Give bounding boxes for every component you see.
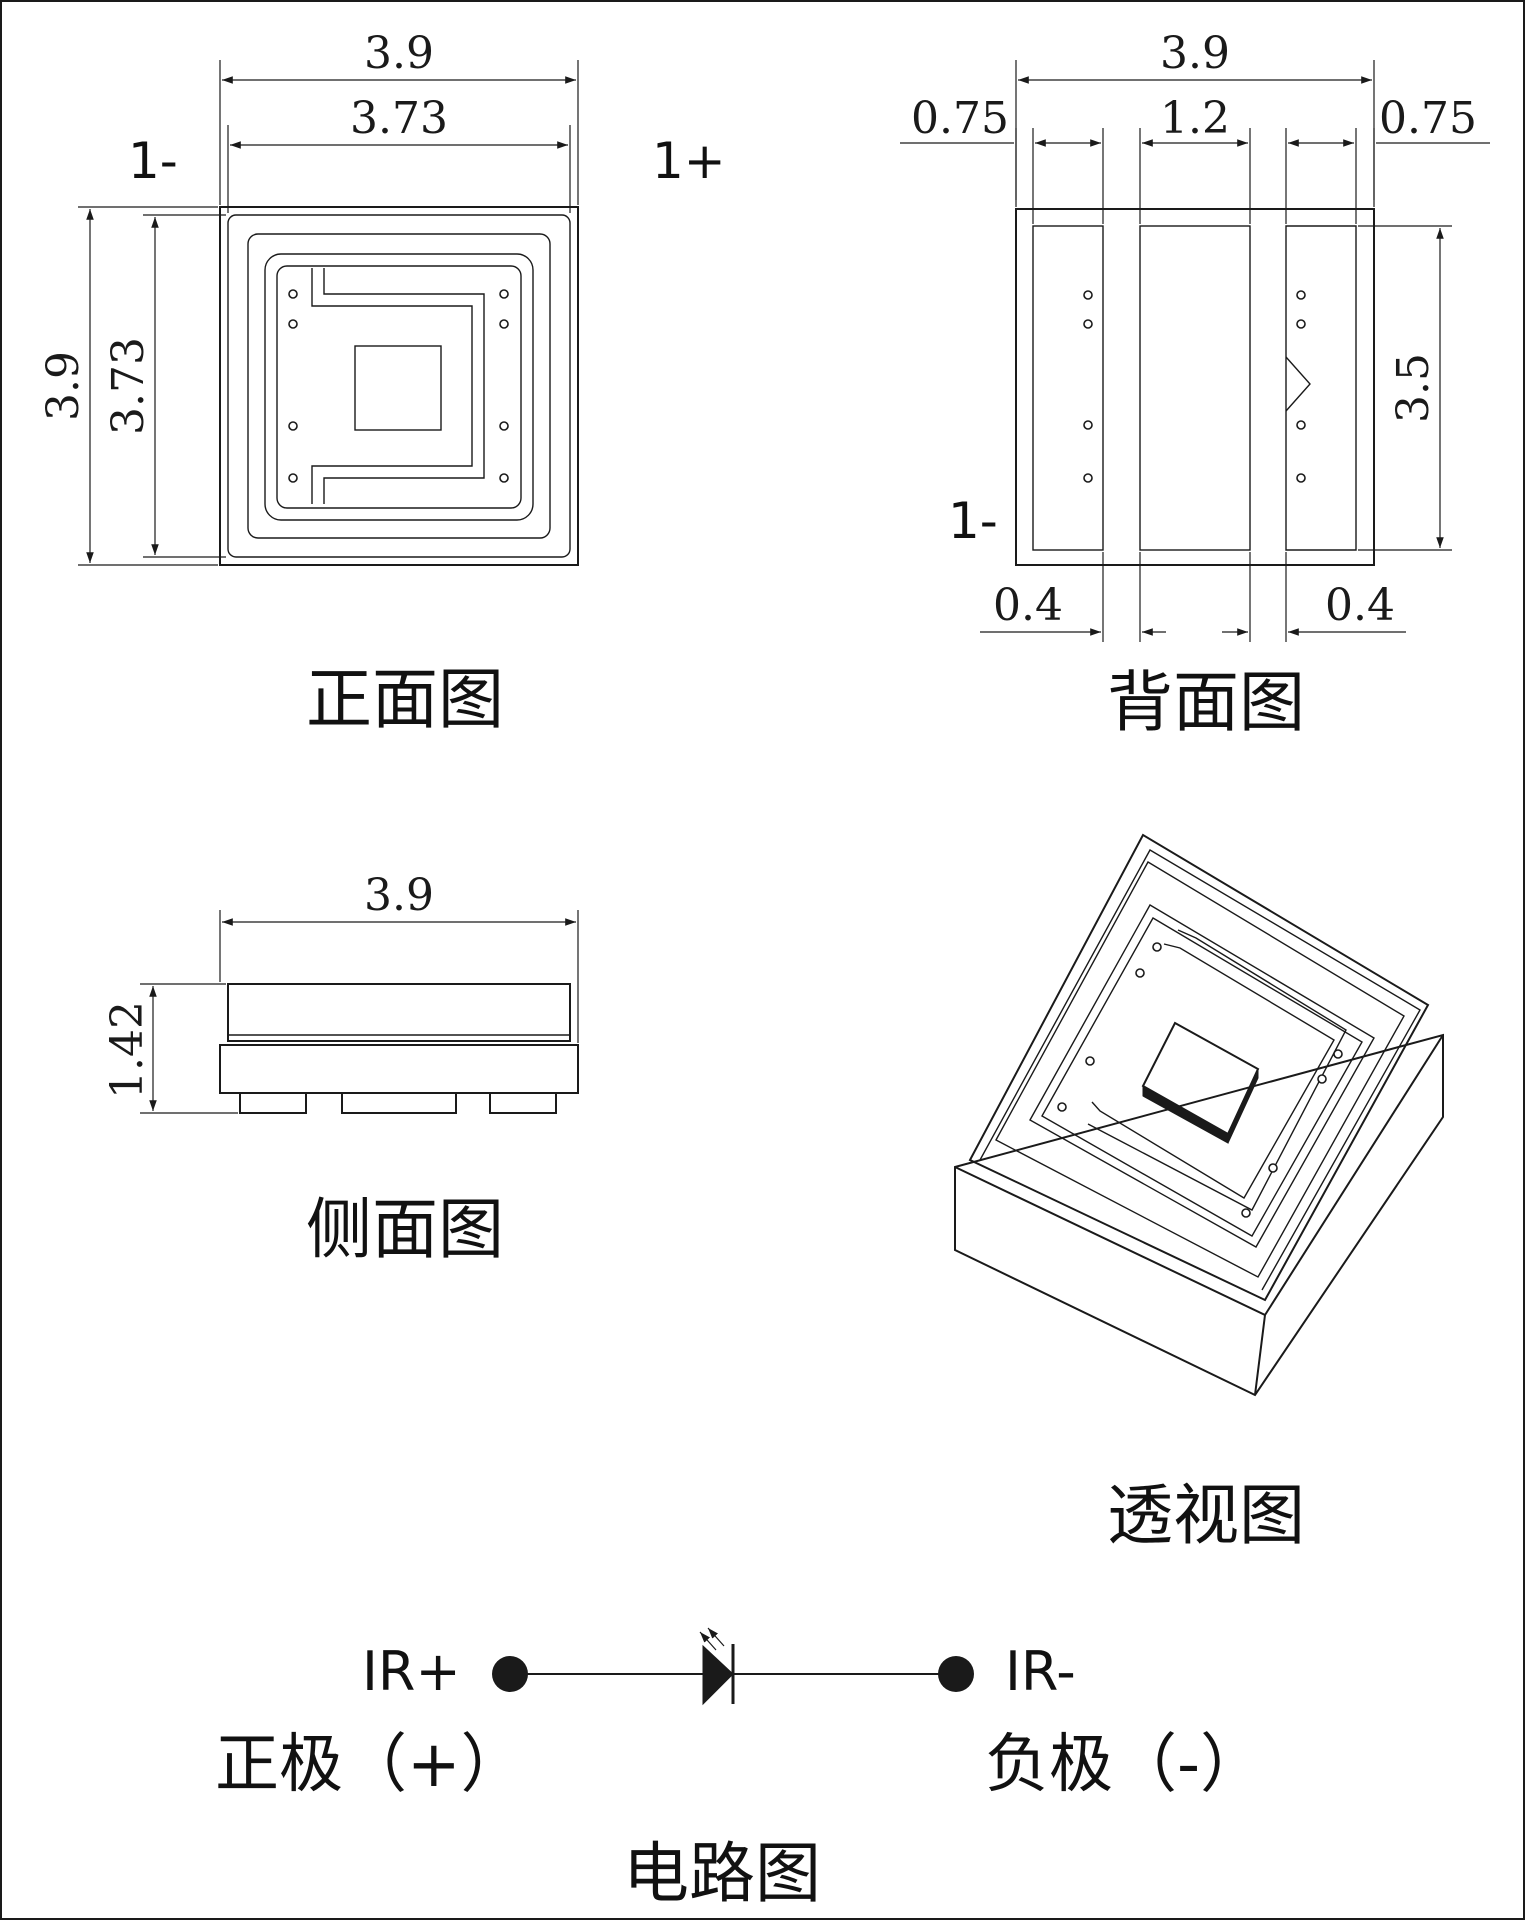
back-view-title: 背面图 <box>1107 664 1305 741</box>
back-pin-negative-label: 1- <box>948 492 998 550</box>
circuit-diagram: IR+ IR- 正极（+） 负极（-） 电路图 <box>215 1627 1264 1912</box>
back-dim-gap-left: 0.4 <box>993 580 1063 631</box>
back-dim-gap-right: 0.4 <box>1325 580 1395 631</box>
front-die-frame-outer <box>264 253 534 521</box>
perspective-die-frame-outer <box>1029 904 1375 1248</box>
front-pin-negative-label: 1- <box>128 132 178 190</box>
front-bond-dots <box>288 289 509 483</box>
back-view: 3.9 0.75 1.2 0.75 3.5 0.4 0.4 1- <box>900 28 1490 741</box>
side-pad-right <box>489 1092 557 1114</box>
side-view-title: 侧面图 <box>306 1191 504 1268</box>
back-dim-left-pad: 0.75 <box>911 93 1009 144</box>
front-inner-rim <box>227 214 571 558</box>
side-pad-center <box>341 1092 457 1114</box>
back-pad-left <box>1032 225 1104 551</box>
back-dim-pad-height: 3.5 <box>1388 353 1439 423</box>
back-via-dots <box>1083 290 1306 483</box>
perspective-conductor <box>1091 943 1335 1199</box>
front-conductor-bracket <box>311 268 473 504</box>
perspective-bond-dots <box>1057 942 1343 1218</box>
front-view-title: 正面图 <box>306 661 504 738</box>
back-pad-right <box>1285 225 1357 551</box>
front-outer-body <box>219 206 579 566</box>
cathode-terminal <box>938 1656 974 1692</box>
perspective-chip <box>1141 1021 1260 1136</box>
circuit-title: 电路图 <box>623 1835 821 1912</box>
back-body <box>1015 208 1375 566</box>
side-base <box>219 1044 579 1094</box>
front-chip <box>354 345 442 431</box>
anode-label: IR+ <box>362 1640 461 1703</box>
perspective-view-title: 透视图 <box>1107 1477 1305 1554</box>
front-dim-outer-width: 3.9 <box>364 28 434 79</box>
front-lens-ring <box>247 233 551 539</box>
side-pad-left <box>239 1092 307 1114</box>
side-dim-height: 1.42 <box>102 1001 153 1099</box>
back-pad-notch <box>1285 356 1311 412</box>
anode-terminal <box>492 1656 528 1692</box>
side-dim-width: 3.9 <box>364 870 434 921</box>
front-view: 3.9 3.73 3.9 3.73 1- 1+ 正面图 <box>38 28 726 738</box>
front-die-frame-inner <box>276 265 522 509</box>
perspective-view: 透视图 <box>954 833 1444 1554</box>
perspective-body-top <box>968 833 1430 1302</box>
back-dim-right-pad: 0.75 <box>1379 93 1477 144</box>
emission-arrows-icon <box>699 1627 725 1651</box>
perspective-lens-ring <box>995 861 1405 1278</box>
anode-polarity-label: 正极（+） <box>215 1728 525 1802</box>
front-dim-inner-width: 3.73 <box>350 93 448 144</box>
back-dim-total-width: 3.9 <box>1160 28 1230 79</box>
side-view: 3.9 1.42 侧面图 <box>102 870 579 1268</box>
perspective-die-frame-inner <box>1041 917 1363 1237</box>
back-dim-center-pad: 1.2 <box>1160 93 1230 144</box>
front-dim-outer-height: 3.9 <box>38 351 89 421</box>
front-conductor-bracket-inner <box>323 268 485 504</box>
diode-symbol <box>702 1644 734 1706</box>
back-pad-center <box>1139 225 1251 551</box>
cathode-polarity-label: 负极（-） <box>985 1728 1264 1802</box>
perspective-base-block <box>954 1033 1444 1397</box>
cathode-label: IR- <box>1005 1640 1076 1703</box>
side-lens <box>227 983 571 1042</box>
front-pin-positive-label: 1+ <box>652 132 726 190</box>
front-dim-inner-height: 3.73 <box>103 337 154 435</box>
